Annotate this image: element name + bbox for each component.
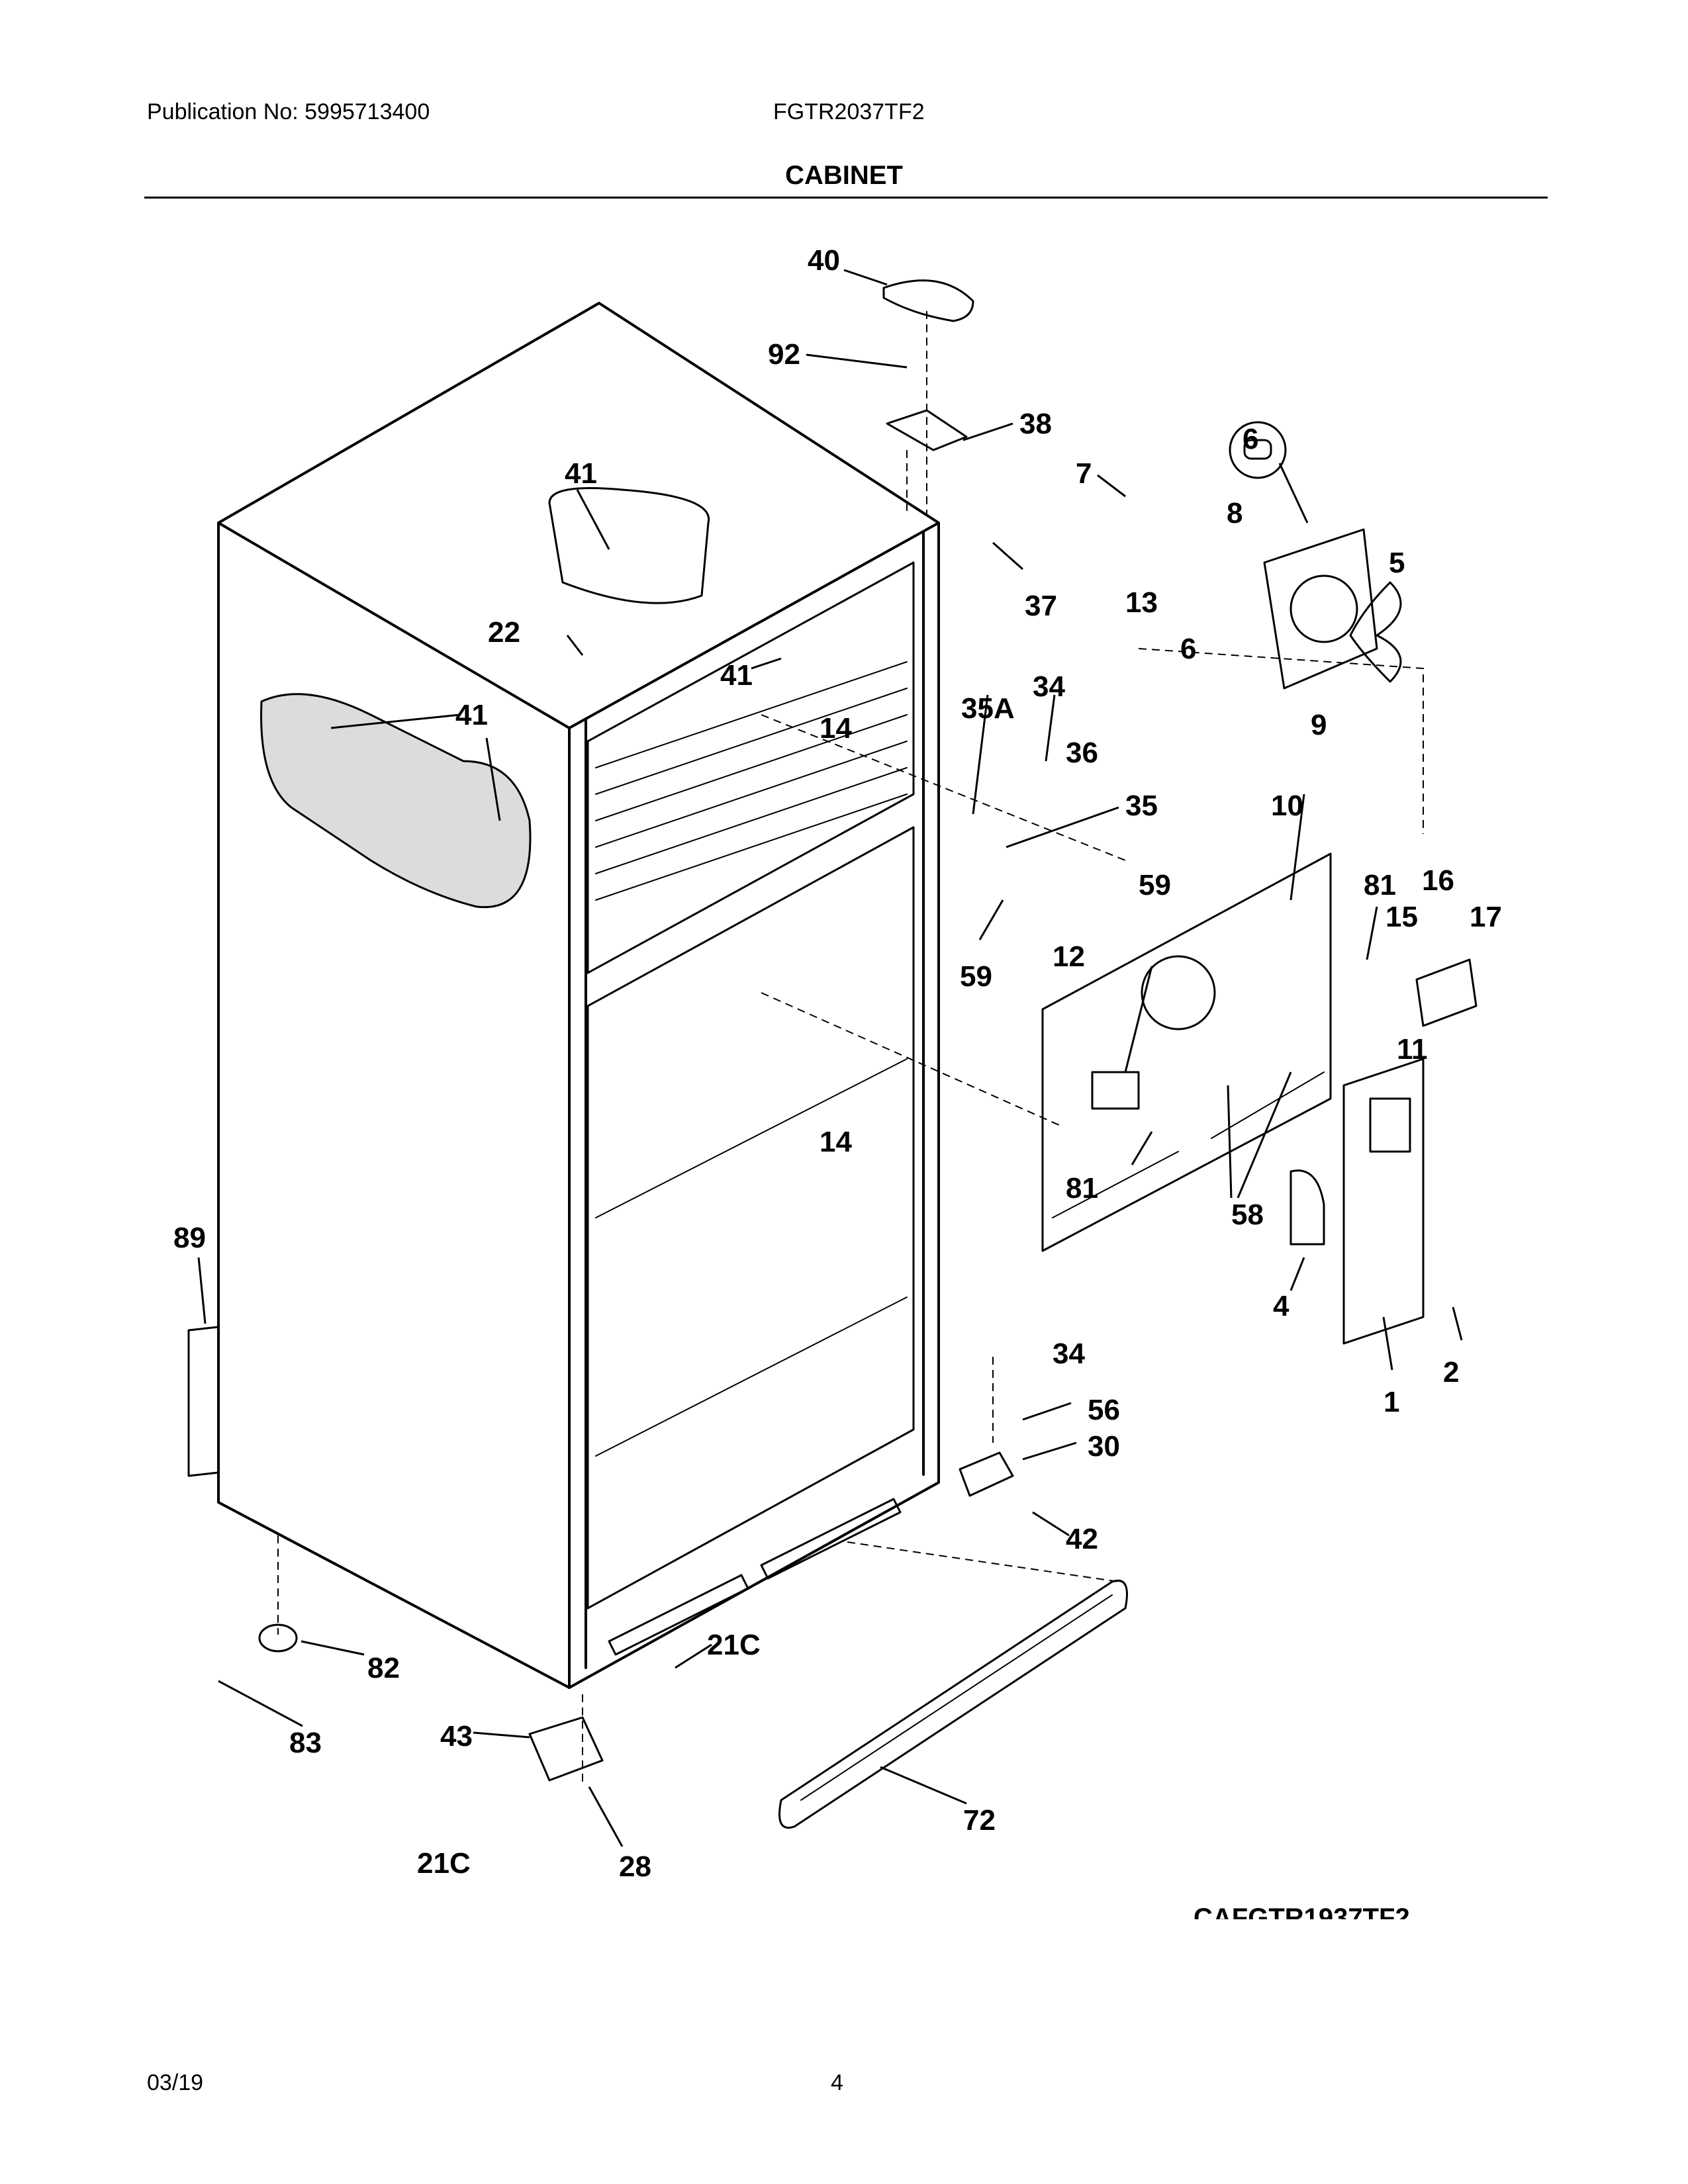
page-number: 4 <box>831 2070 843 2095</box>
callout-92: 92 <box>768 338 800 371</box>
callout-59: 59 <box>1139 869 1171 901</box>
callout-82: 82 <box>367 1652 400 1684</box>
header-rule <box>144 197 1548 199</box>
callout-81: 81 <box>1364 869 1396 901</box>
callout-81b: 81 <box>1066 1172 1098 1205</box>
callout-43: 43 <box>440 1720 473 1752</box>
callout-21C: 21C <box>707 1629 761 1661</box>
callout-41b: 41 <box>455 699 488 731</box>
callout-labels: 40 92 38 41 7 6 8 13 5 6 37 22 41 14 41 … <box>173 244 1502 1883</box>
callout-12: 12 <box>1053 940 1085 973</box>
cabinet-drawing <box>187 279 1477 1829</box>
callout-34b: 34 <box>1053 1338 1085 1370</box>
drawing-code: CAFGTR1937TF2 <box>1194 1905 1410 1919</box>
callout-7: 7 <box>1076 457 1092 490</box>
callout-22: 22 <box>488 616 520 649</box>
leader-lines <box>197 269 1463 1847</box>
callout-14b: 14 <box>820 1126 852 1158</box>
callout-58: 58 <box>1231 1199 1264 1231</box>
assembly-lines <box>277 311 1424 1787</box>
callout-5: 5 <box>1389 547 1405 579</box>
callout-40: 40 <box>808 244 840 277</box>
callout-59b: 59 <box>960 960 992 993</box>
callout-10: 10 <box>1271 790 1303 822</box>
callout-14: 14 <box>820 712 852 745</box>
callout-37: 37 <box>1025 590 1057 622</box>
callout-6: 6 <box>1243 423 1258 455</box>
model-number: FGTR2037TF2 <box>773 99 925 124</box>
callout-35: 35 <box>1125 790 1158 822</box>
callout-30: 30 <box>1088 1430 1120 1463</box>
callout-13: 13 <box>1125 586 1158 619</box>
callout-83: 83 <box>289 1727 322 1759</box>
section-title: CABINET <box>785 161 903 190</box>
callout-36: 36 <box>1066 737 1098 769</box>
callout-41c: 41 <box>720 659 753 692</box>
callout-2: 2 <box>1443 1356 1459 1388</box>
callout-6b: 6 <box>1180 633 1196 665</box>
callout-38: 38 <box>1019 408 1052 440</box>
callout-21C-b: 21C <box>417 1847 471 1880</box>
publication-number: Publication No: 5995713400 <box>147 99 430 124</box>
callout-42: 42 <box>1066 1523 1098 1555</box>
callout-34: 34 <box>1033 670 1065 703</box>
callout-15: 15 <box>1385 901 1418 933</box>
callout-16: 16 <box>1422 864 1454 897</box>
callout-9: 9 <box>1311 709 1327 741</box>
callout-1: 1 <box>1383 1386 1399 1418</box>
callout-35A: 35A <box>961 692 1015 725</box>
callout-89: 89 <box>173 1222 206 1254</box>
callout-8: 8 <box>1227 497 1243 529</box>
callout-28: 28 <box>619 1850 651 1883</box>
footer-date: 03/19 <box>147 2070 204 2095</box>
callout-41: 41 <box>565 457 597 490</box>
callout-17: 17 <box>1470 901 1502 933</box>
callout-72: 72 <box>963 1804 996 1837</box>
callout-56: 56 <box>1088 1394 1120 1426</box>
callout-11: 11 <box>1397 1033 1428 1066</box>
callout-4: 4 <box>1273 1290 1289 1322</box>
